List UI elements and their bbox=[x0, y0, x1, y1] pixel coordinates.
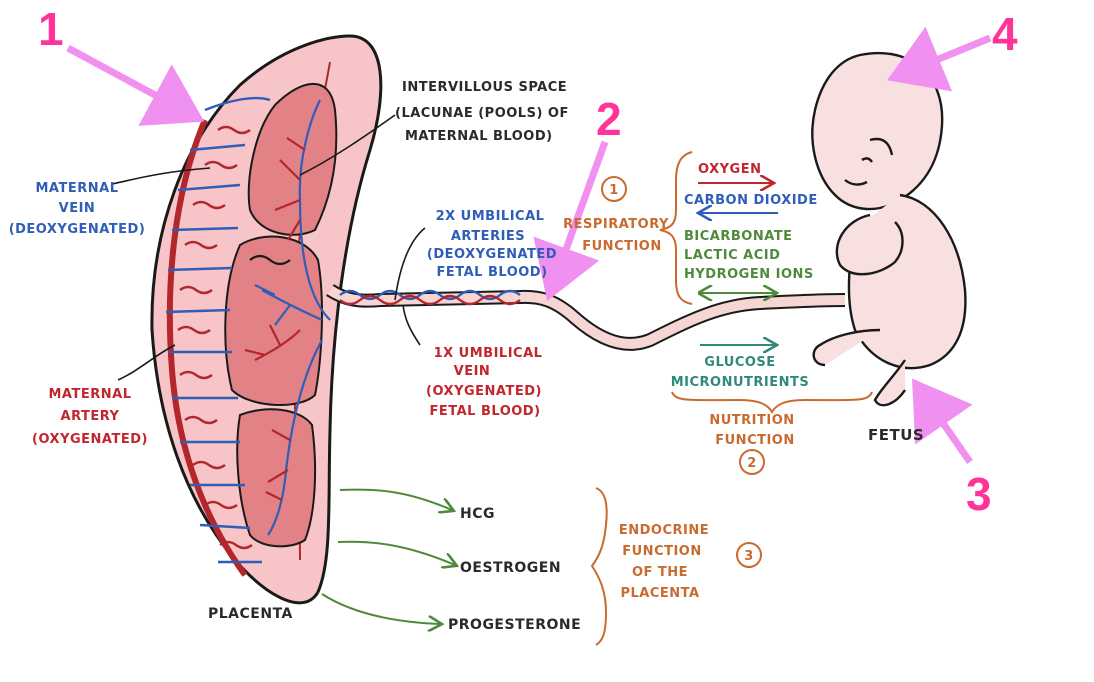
nutrition-items: GLUCOSE MICRONUTRIENTS bbox=[671, 355, 810, 390]
endocrine-function-label: ENDOCRINE FUNCTION OF THE PLACENTA bbox=[619, 523, 709, 601]
svg-text:VEIN: VEIN bbox=[59, 201, 96, 216]
svg-text:FUNCTION: FUNCTION bbox=[715, 433, 795, 448]
marker-3: 3 bbox=[966, 468, 992, 520]
hormone-list: HCG OESTROGEN PROGESTERONE bbox=[448, 506, 581, 633]
svg-text:MATERNAL BLOOD): MATERNAL BLOOD) bbox=[405, 129, 553, 144]
svg-text:(OXYGENATED): (OXYGENATED) bbox=[426, 384, 542, 399]
svg-text:ENDOCRINE: ENDOCRINE bbox=[619, 523, 709, 538]
carbon-dioxide-label: CARBON DIOXIDE bbox=[684, 193, 818, 208]
svg-text:ARTERIES: ARTERIES bbox=[451, 229, 525, 244]
marker-4: 4 bbox=[992, 8, 1018, 60]
fetus-figure bbox=[811, 51, 967, 407]
svg-text:FUNCTION: FUNCTION bbox=[622, 544, 702, 559]
svg-text:ARTERY: ARTERY bbox=[61, 409, 120, 424]
svg-text:1X UMBILICAL: 1X UMBILICAL bbox=[434, 346, 543, 361]
svg-text:FUNCTION: FUNCTION bbox=[582, 239, 662, 254]
svg-text:RESPIRATORY: RESPIRATORY bbox=[563, 217, 669, 232]
nutrition-number-circle bbox=[739, 449, 765, 475]
svg-text:FETAL BLOOD): FETAL BLOOD) bbox=[429, 404, 540, 419]
svg-text:(LACUNAE (POOLS) OF: (LACUNAE (POOLS) OF bbox=[395, 106, 569, 121]
umbilical-vein-label: 1X UMBILICAL VEIN (OXYGENATED) FETAL BLO… bbox=[426, 346, 542, 419]
svg-text:VEIN: VEIN bbox=[454, 364, 491, 379]
intervillous-space-label: INTERVILLOUS SPACE (LACUNAE (POOLS) OF M… bbox=[395, 80, 569, 144]
nutrition-function-label: NUTRITION FUNCTION bbox=[709, 413, 794, 448]
umbilical-arteries-label: 2X UMBILICAL ARTERIES (DEOXYGENATED FETA… bbox=[427, 209, 557, 280]
svg-text:(OXYGENATED): (OXYGENATED) bbox=[32, 432, 148, 447]
placenta-body bbox=[150, 34, 383, 605]
svg-text:PROGESTERONE: PROGESTERONE bbox=[448, 617, 581, 633]
maternal-vein-label: MATERNAL VEIN (DEOXYGENATED) bbox=[9, 181, 146, 237]
svg-text:OF THE: OF THE bbox=[632, 565, 688, 580]
svg-text:PLACENTA: PLACENTA bbox=[620, 586, 699, 601]
nutrition-bracket bbox=[671, 391, 873, 415]
marker-arrows bbox=[66, 26, 992, 464]
marker-2: 2 bbox=[596, 93, 622, 145]
svg-text:FETAL BLOOD): FETAL BLOOD) bbox=[436, 265, 547, 280]
svg-text:MATERNAL: MATERNAL bbox=[36, 181, 119, 196]
respiratory-function-label: RESPIRATORY FUNCTION bbox=[563, 217, 669, 254]
nutrition-number: 2 bbox=[747, 456, 757, 471]
respiratory-number-circle bbox=[601, 176, 627, 202]
fetus-label: FETUS bbox=[868, 426, 924, 444]
endocrine-bracket bbox=[590, 487, 608, 646]
svg-text:(DEOXYGENATED: (DEOXYGENATED bbox=[427, 247, 557, 262]
umbilical-cord bbox=[326, 284, 846, 351]
label-leader-lines bbox=[111, 114, 426, 381]
endocrine-number-circle bbox=[736, 542, 762, 568]
svg-text:BICARBONATE: BICARBONATE bbox=[684, 229, 793, 244]
svg-text:OESTROGEN: OESTROGEN bbox=[460, 560, 561, 576]
svg-text:2X UMBILICAL: 2X UMBILICAL bbox=[436, 209, 545, 224]
svg-text:MATERNAL: MATERNAL bbox=[49, 387, 132, 402]
respiratory-number: 1 bbox=[609, 183, 619, 198]
svg-text:(DEOXYGENATED): (DEOXYGENATED) bbox=[9, 222, 146, 237]
svg-text:MICRONUTRIENTS: MICRONUTRIENTS bbox=[671, 375, 810, 390]
placenta-label: PLACENTA bbox=[208, 606, 293, 622]
oxygen-label: OXYGEN bbox=[698, 162, 761, 177]
hormone-arrows bbox=[321, 488, 455, 624]
marker-1: 1 bbox=[38, 3, 64, 55]
svg-text:LACTIC ACID: LACTIC ACID bbox=[684, 248, 780, 263]
exchange-list: BICARBONATE LACTIC ACID HYDROGEN IONS bbox=[684, 229, 814, 282]
endocrine-number: 3 bbox=[744, 549, 754, 564]
respiratory-bracket bbox=[659, 151, 693, 305]
svg-text:HCG: HCG bbox=[460, 506, 495, 522]
maternal-artery-label: MATERNAL ARTERY (OXYGENATED) bbox=[32, 387, 148, 447]
svg-text:NUTRITION: NUTRITION bbox=[709, 413, 794, 428]
svg-text:INTERVILLOUS SPACE: INTERVILLOUS SPACE bbox=[402, 80, 567, 95]
svg-text:HYDROGEN IONS: HYDROGEN IONS bbox=[684, 267, 814, 282]
svg-text:GLUCOSE: GLUCOSE bbox=[704, 355, 775, 370]
